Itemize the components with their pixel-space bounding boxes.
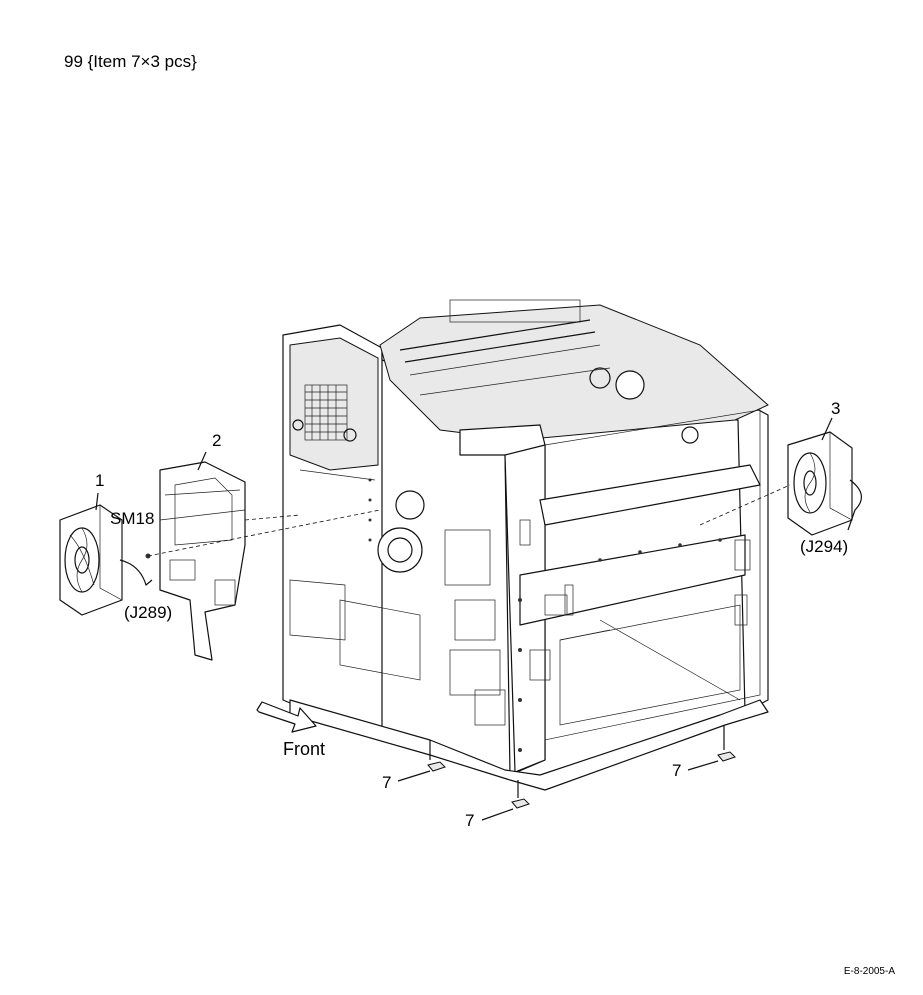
printer-chassis bbox=[282, 299, 769, 791]
front-arrow bbox=[256, 701, 317, 733]
diagram-title: 99 {Item 7×3 pcs} bbox=[64, 52, 197, 71]
callout-item-2: 2 bbox=[212, 431, 222, 450]
fan-left-part bbox=[59, 504, 153, 616]
rubber-feet bbox=[427, 751, 736, 809]
bracket-part bbox=[145, 461, 246, 661]
callout-sm18: SM18 bbox=[110, 509, 155, 528]
front-label: Front bbox=[283, 739, 326, 759]
callout-j289: (J289) bbox=[124, 603, 173, 622]
callout-item-7-b: 7 bbox=[465, 811, 475, 830]
leader-lines bbox=[95, 417, 833, 821]
callout-item-1: 1 bbox=[95, 471, 105, 490]
callout-item-7-a: 7 bbox=[382, 773, 392, 792]
callout-j294: (J294) bbox=[800, 537, 849, 556]
callout-item-7-c: 7 bbox=[672, 761, 682, 780]
callout-item-3: 3 bbox=[831, 399, 841, 418]
fan-right-part bbox=[787, 431, 862, 536]
figure-code: E-8-2005-A bbox=[843, 966, 895, 977]
